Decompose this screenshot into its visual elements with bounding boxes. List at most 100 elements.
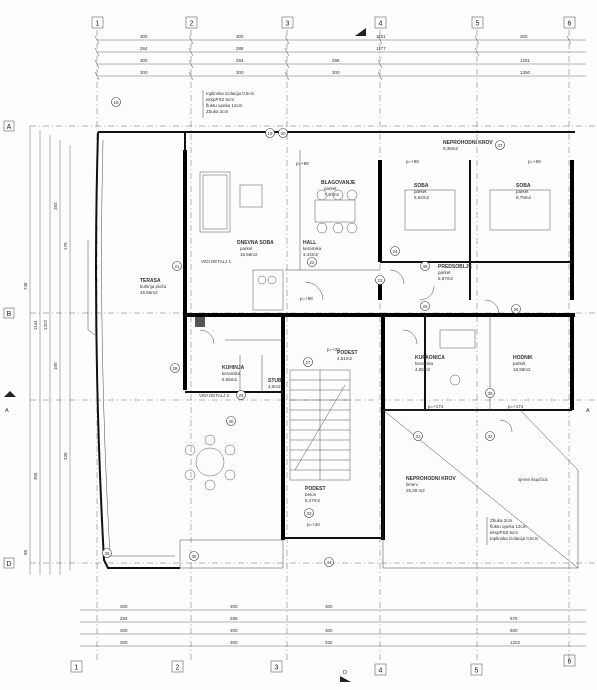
svg-text:KUHINJA: KUHINJA bbox=[222, 365, 245, 371]
room-kuhinja: KUHINJA keramika 6,56m2 bbox=[222, 365, 245, 382]
room-neprohodni-krov-2: NEPROHODNI KROV limeni 25,28 m2 bbox=[406, 476, 456, 493]
svg-text:33: 33 bbox=[306, 511, 312, 516]
svg-text:31: 31 bbox=[415, 434, 421, 439]
svg-text:1151: 1151 bbox=[376, 34, 386, 39]
svg-text:8,79m2: 8,79m2 bbox=[516, 195, 532, 200]
svg-text:22: 22 bbox=[309, 260, 315, 265]
svg-text:toplinska izolacija 0,5cm: toplinska izolacija 0,5cm bbox=[206, 91, 255, 96]
svg-text:NEPROHODNI KROV: NEPROHODNI KROV bbox=[443, 140, 493, 146]
svg-text:575: 575 bbox=[510, 616, 518, 621]
bottom-dimension-chains: 300 300 300 284 288 575 300 300 300 600 … bbox=[80, 604, 586, 647]
svg-text:23: 23 bbox=[377, 278, 383, 283]
axis-3-top: 3 bbox=[286, 21, 290, 28]
svg-text:keramika: keramika bbox=[303, 246, 322, 251]
grid-axes-bottom: 1 2 3 4 5 6 D bbox=[70, 654, 576, 682]
layer-note-bottom: Zbuka 2cm fluktu opeka 12cm ekspPSZ 6cm … bbox=[486, 517, 539, 545]
section-a-right: A bbox=[586, 408, 590, 414]
svg-text:300: 300 bbox=[140, 58, 148, 63]
svg-text:1: 1 bbox=[75, 665, 79, 672]
svg-text:parket: parket bbox=[414, 189, 427, 194]
svg-text:18: 18 bbox=[113, 100, 119, 105]
svg-text:300: 300 bbox=[325, 604, 333, 609]
svg-text:34: 34 bbox=[326, 560, 332, 565]
room-blagovanje: BLAGOVANJE parket 7,40m2 bbox=[321, 180, 356, 197]
svg-text:limeni: limeni bbox=[406, 482, 418, 487]
svg-text:26: 26 bbox=[513, 307, 519, 312]
svg-text:38: 38 bbox=[422, 264, 428, 269]
svg-text:p=+174: p=+174 bbox=[428, 404, 444, 409]
svg-text:332: 332 bbox=[325, 640, 333, 645]
svg-text:DNEVNA SOBA: DNEVNA SOBA bbox=[237, 240, 274, 246]
svg-text:28: 28 bbox=[172, 366, 178, 371]
elevation-labels: p=+98 p=+98 p=+98 p=+98 p=+20 p=+174 p=+… bbox=[199, 159, 548, 527]
svg-text:300: 300 bbox=[236, 70, 244, 75]
svg-text:19: 19 bbox=[267, 131, 273, 136]
svg-text:STUB: STUB bbox=[268, 378, 282, 384]
svg-text:6: 6 bbox=[568, 659, 572, 666]
axis-1-top: 1 bbox=[96, 21, 100, 28]
room-neprohodni-krov-1: NEPROHODNI KROV 9,38m2 bbox=[443, 140, 493, 151]
section-a-left: A bbox=[5, 408, 9, 414]
svg-text:1281: 1281 bbox=[520, 58, 531, 63]
axis-6-top: 6 bbox=[568, 21, 572, 28]
svg-text:2: 2 bbox=[176, 665, 180, 672]
svg-text:3,44m2: 3,44m2 bbox=[303, 252, 319, 257]
svg-text:p=+20: p=+20 bbox=[327, 347, 340, 352]
svg-text:5,47m2: 5,47m2 bbox=[305, 498, 321, 503]
circle-markers bbox=[102, 97, 521, 567]
room-podest-1: PODEST 4,51m2 bbox=[337, 350, 358, 361]
svg-text:284: 284 bbox=[236, 58, 244, 63]
svg-text:PODEST: PODEST bbox=[337, 350, 358, 356]
room-labels: TERASA kuhinja ploča 45,56m2 DNEVNA SOBA… bbox=[140, 140, 533, 503]
top-dimension-chains: 300 300 1151 300 284 288 1177 300 284 28… bbox=[94, 34, 586, 81]
svg-text:Zbuka 2cm: Zbuka 2cm bbox=[206, 109, 229, 114]
svg-text:p=+98: p=+98 bbox=[300, 296, 313, 301]
svg-text:20: 20 bbox=[280, 131, 286, 136]
svg-text:35: 35 bbox=[191, 554, 197, 559]
svg-text:fluktu opeka 12cm: fluktu opeka 12cm bbox=[206, 103, 243, 108]
svg-text:288: 288 bbox=[332, 58, 340, 63]
svg-text:4,51m2: 4,51m2 bbox=[337, 356, 353, 361]
svg-text:parket: parket bbox=[324, 186, 337, 191]
svg-text:1144: 1144 bbox=[33, 320, 38, 330]
svg-text:8,62m2: 8,62m2 bbox=[414, 195, 430, 200]
room-podest-2: PODEST beton 5,47m2 bbox=[305, 486, 326, 503]
svg-text:Zbuka 2cm: Zbuka 2cm bbox=[490, 518, 513, 523]
layer-note-top: toplinska izolacija 0,5cm ekspPSZ 6cm fl… bbox=[202, 90, 255, 118]
svg-text:300: 300 bbox=[140, 34, 148, 39]
svg-text:300: 300 bbox=[120, 628, 128, 633]
svg-text:284: 284 bbox=[120, 616, 128, 621]
svg-text:parket: parket bbox=[240, 246, 253, 251]
room-hall: HALL keramika 3,44m2 bbox=[303, 240, 322, 257]
svg-text:288: 288 bbox=[230, 616, 238, 621]
svg-text:25: 25 bbox=[422, 304, 428, 309]
svg-text:4: 4 bbox=[379, 668, 383, 675]
svg-text:9,38m2: 9,38m2 bbox=[443, 146, 459, 151]
svg-text:SOBA: SOBA bbox=[414, 183, 429, 189]
svg-text:3: 3 bbox=[275, 665, 279, 672]
svg-text:beton: beton bbox=[305, 492, 317, 497]
svg-text:7,40m2: 7,40m2 bbox=[324, 192, 340, 197]
svg-text:30: 30 bbox=[228, 419, 234, 424]
svg-text:300: 300 bbox=[120, 604, 128, 609]
svg-text:300: 300 bbox=[230, 604, 238, 609]
svg-text:98: 98 bbox=[23, 549, 28, 555]
svg-text:29: 29 bbox=[238, 393, 244, 398]
furniture bbox=[184, 171, 551, 491]
room-hodnik: HODNIK parket 18,98m2 bbox=[513, 355, 533, 372]
svg-text:keramika: keramika bbox=[222, 371, 241, 376]
svg-text:18,98m2: 18,98m2 bbox=[513, 367, 531, 372]
svg-text:300: 300 bbox=[325, 628, 333, 633]
svg-text:VIDI DETALJ 2: VIDI DETALJ 2 bbox=[199, 393, 230, 398]
svg-text:1350: 1350 bbox=[520, 70, 531, 75]
svg-text:160: 160 bbox=[53, 362, 58, 370]
svg-text:NEPROHODNI KROV: NEPROHODNI KROV bbox=[406, 476, 456, 482]
grid-axes-top: 1 2 3 4 5 6 D bbox=[91, 16, 576, 37]
svg-text:5: 5 bbox=[475, 668, 479, 675]
svg-text:39: 39 bbox=[487, 391, 493, 396]
svg-text:5,57m2: 5,57m2 bbox=[438, 276, 454, 281]
svg-text:parket: parket bbox=[516, 189, 529, 194]
svg-text:keramika: keramika bbox=[415, 361, 434, 366]
svg-text:24: 24 bbox=[392, 249, 398, 254]
building-walls bbox=[179, 131, 579, 569]
